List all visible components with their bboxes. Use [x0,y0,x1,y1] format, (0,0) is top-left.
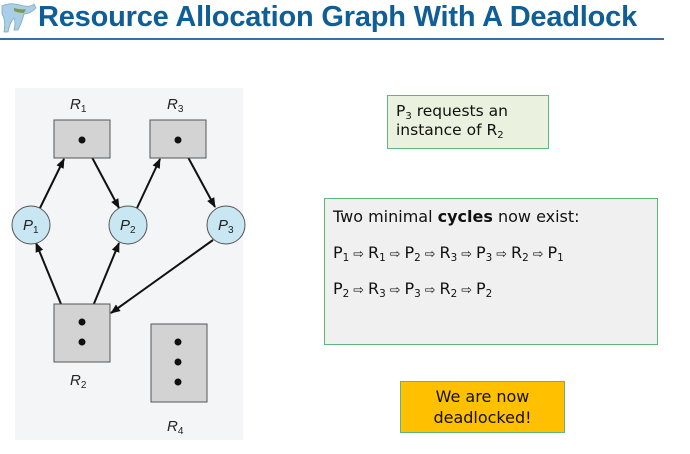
cycle-node: P3 [476,243,493,265]
deadlock-callout: We are now deadlocked! [400,381,565,433]
cycle-node: P3 [404,279,421,301]
process-circle [108,205,148,245]
cycle-2: P2⇨R3⇨P3⇨R2⇨P2 [333,277,649,313]
resource-r4: R4 [150,323,208,437]
arrow-icon: ⇨ [353,247,365,262]
cycle-node: P1 [547,243,564,265]
cycle-node: P2 [333,279,350,301]
arrow-icon: ⇨ [389,283,401,298]
process-p2: P2 [108,205,148,245]
cycle-node: R2 [511,243,529,265]
deadlock-line2: deadlocked! [433,408,532,427]
instance-dot [174,378,182,386]
cycle-node: R3 [368,279,386,301]
cycles-note: Two minimal cycles now exist: P1⇨R1⇨P2⇨R… [324,198,658,345]
deadlock-line1: We are now [435,387,530,406]
process-p1: P1 [11,205,51,245]
request-note-r-sub: 2 [497,130,504,142]
title-divider [0,38,664,40]
resource-r1: R1 [53,96,111,159]
arrow-icon: ⇨ [461,283,472,298]
arrow-icon: ⇨ [389,247,401,262]
resource-r3: R3 [149,96,207,159]
cycle-node: P1 [333,243,350,265]
cycle-node: P2 [476,279,493,301]
instance-dot [78,318,86,326]
resource-label: R1 [70,96,87,115]
arrow-icon: ⇨ [461,247,472,262]
request-edge-p2-r3 [136,158,161,209]
cycle-node: R1 [368,243,386,265]
cycles-heading: Two minimal cycles now exist: [333,207,580,226]
cycle-node: P2 [404,243,421,265]
request-note-line2: instance of R [396,121,498,139]
dinosaur-logo-icon [1,3,37,33]
resource-label: R3 [167,96,184,115]
instance-dot [174,338,182,346]
resource-label: R2 [70,372,87,391]
resource-label: R4 [167,418,184,437]
arrow-icon: ⇨ [424,283,436,298]
process-circle [11,205,51,245]
instance-dot [78,338,86,346]
process-p3: P3 [206,205,246,245]
resource-r2: R2 [53,303,111,391]
request-note-text: requests an [411,102,508,120]
request-note-p-sub: 3 [405,111,412,123]
instance-dot [174,358,182,366]
instance-dot [174,136,182,144]
cycle-1: P1⇨R1⇨P2⇨R3⇨P3⇨R2⇨P1 [333,241,649,277]
instance-dot [78,136,86,144]
request-edge-p1-r1 [39,158,65,209]
page-title: Resource Allocation Graph With A Deadloc… [38,1,638,33]
cycle-node: R2 [439,279,458,301]
arrow-icon: ⇨ [353,283,365,298]
request-edge-p3-r2 [110,239,214,314]
arrow-icon: ⇨ [424,247,436,262]
request-note: P3 requests an instance of R2 [387,95,549,149]
resource-box [53,303,111,363]
process-circle [206,205,246,245]
arrow-icon: ⇨ [496,247,508,262]
cycle-node: R3 [439,243,458,265]
request-note-p: P [396,102,406,120]
arrow-icon: ⇨ [532,247,544,262]
